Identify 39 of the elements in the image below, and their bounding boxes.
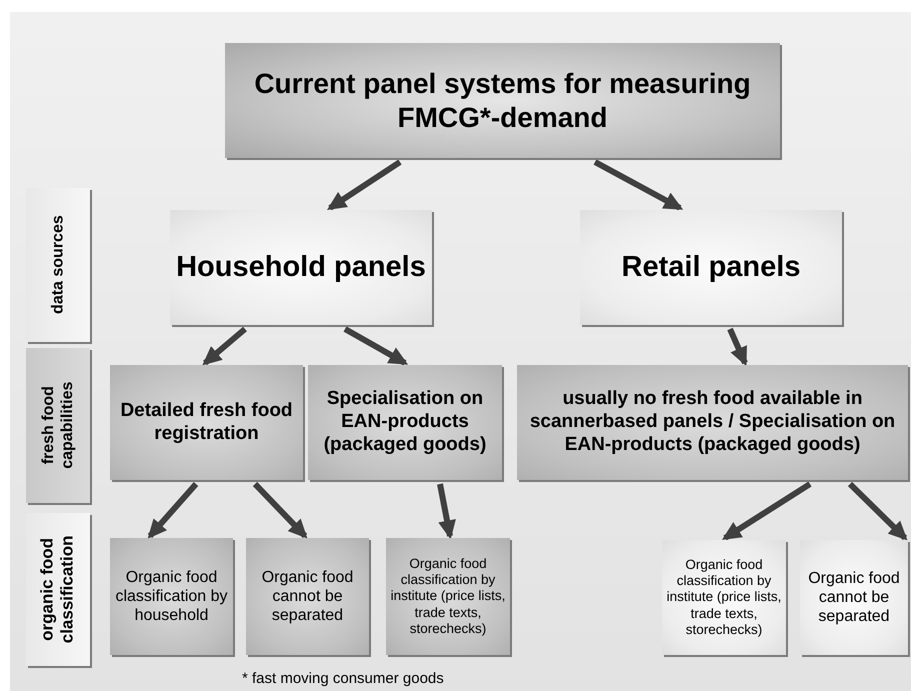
arrow	[202, 326, 247, 366]
arrow	[594, 159, 684, 211]
arrow	[722, 481, 812, 541]
row-label: organic food classification	[38, 534, 78, 646]
arrow	[344, 326, 408, 366]
box-label: Organic food cannot be separated	[260, 568, 354, 626]
box-label: Household panels	[175, 250, 427, 285]
capability-box	[308, 365, 502, 480]
classification-box	[246, 538, 369, 655]
arrow	[327, 160, 402, 210]
row-label: fresh food capabilities	[38, 380, 77, 472]
classification-box	[662, 540, 786, 655]
classification-box	[110, 538, 233, 655]
classification-box	[386, 538, 510, 655]
footnote: * fast moving consumer goods	[242, 670, 444, 687]
arrow	[148, 482, 198, 539]
arrow	[252, 482, 308, 539]
capability-box	[517, 365, 908, 480]
row-header	[26, 188, 90, 342]
row-header	[26, 348, 90, 503]
title-box	[225, 43, 780, 158]
arrow	[848, 482, 908, 541]
category-box	[580, 210, 842, 325]
row-label: data sources	[48, 214, 68, 316]
classification-box	[800, 540, 908, 655]
box-label: Organic food classification by institute (price lists, trade texts, storechecks)	[390, 556, 506, 637]
row-header	[26, 513, 90, 666]
box-label: usually no fresh food available in scannerbased panels / Specialisation on EAN-products (packaged goods)	[528, 388, 896, 457]
box-label: Organic food classification by institute (price lists, trade texts, storechecks)	[666, 557, 782, 638]
box-label: Retail panels	[620, 250, 802, 285]
box-label: Detailed fresh food registration	[119, 400, 294, 446]
capability-box	[110, 365, 303, 480]
box-label: Organic food classification by household	[114, 568, 229, 626]
box-label: Organic food cannot be separated	[807, 568, 901, 626]
category-box	[170, 210, 432, 325]
arrow	[727, 328, 748, 366]
box-label: Current panel systems for measuring FMCG*-demand	[253, 66, 752, 134]
arrow	[437, 483, 456, 540]
box-label: Specialisation on EAN-products (packaged goods)	[322, 388, 488, 457]
